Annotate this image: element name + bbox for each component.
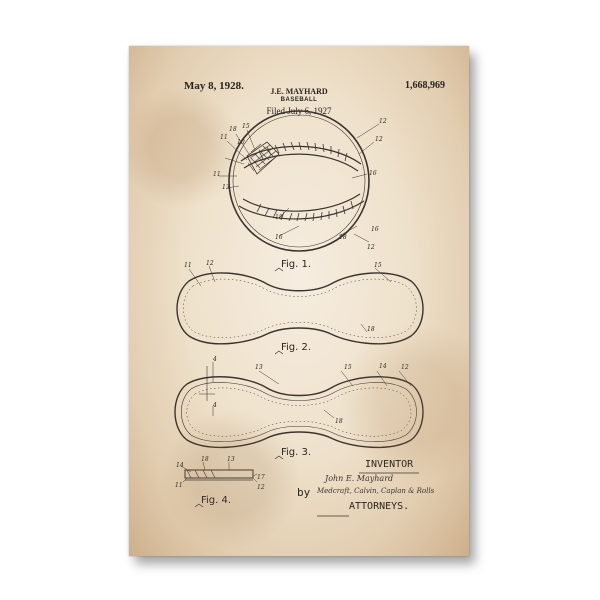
reference-numeral: 12 [257, 484, 265, 491]
reference-numeral: 10 [237, 139, 245, 146]
attorneys-signature: Medcraft, Calvin, Caplan & Rolls [317, 487, 435, 495]
cover-piece-fig2 [176, 272, 424, 345]
reference-numeral: 13 [222, 184, 230, 191]
patent-date: May 8, 1928. [184, 80, 244, 92]
cover-piece-fig3 [174, 366, 424, 449]
by-label: by [297, 486, 311, 499]
fig1-label: Fig. 1. [281, 259, 312, 270]
reference-numeral: 18 [229, 126, 237, 133]
baseball-drawing [228, 110, 370, 252]
reference-numeral: 14 [379, 363, 387, 370]
reference-numeral: 15 [344, 364, 352, 371]
reference-numeral: 12 [367, 244, 375, 251]
reference-numeral: 4 [213, 356, 217, 363]
reference-numeral: 11 [220, 134, 228, 141]
reference-numeral: 11 [213, 171, 221, 178]
reference-numeral: 4 [213, 402, 217, 409]
inventor-signature: John E. Mayhard [325, 474, 394, 483]
reference-numeral: 12 [379, 118, 387, 125]
reference-numeral: 13 [255, 364, 263, 371]
fig2-label: Fig. 2. [281, 342, 312, 353]
reference-numeral: 12 [206, 260, 214, 267]
patent-number: 1,668,969 [405, 80, 445, 91]
patent-drawing [174, 110, 424, 517]
reference-numeral: 15 [374, 262, 382, 269]
patent-poster: May 8, 1928. 1,668,969 J.E. MAYHARD BASE… [129, 46, 469, 556]
reference-numeral: 13 [227, 456, 235, 463]
reference-numeral: 12 [375, 136, 383, 143]
reference-numeral: 11 [184, 262, 192, 269]
reference-numeral: 18 [275, 214, 283, 221]
reference-numeral: 18 [335, 418, 343, 425]
attorneys-label: ATTORNEYS. [349, 501, 410, 512]
inventor-name: J.E. MAYHARD [270, 87, 328, 96]
reference-numeral: 15 [242, 123, 250, 130]
patent-title: BASEBALL [280, 97, 318, 103]
reference-numeral: 18 [367, 326, 375, 333]
fig4-label: Fig. 4. [201, 495, 232, 506]
reference-numeral: 14 [176, 462, 184, 469]
reference-numeral: 16 [371, 226, 379, 233]
reference-numeral: 11 [175, 482, 183, 489]
fig3-label: Fig. 3. [281, 447, 312, 458]
inventor-label: INVENTOR [365, 459, 414, 470]
reference-numeral: 16 [369, 170, 377, 177]
cross-section-fig4 [184, 469, 254, 481]
reference-numeral: 18 [201, 456, 209, 463]
reference-numeral: 16 [275, 234, 283, 241]
reference-numeral: 18 [339, 234, 347, 241]
reference-numeral: 12 [401, 364, 409, 371]
reference-numeral: 17 [257, 474, 265, 481]
